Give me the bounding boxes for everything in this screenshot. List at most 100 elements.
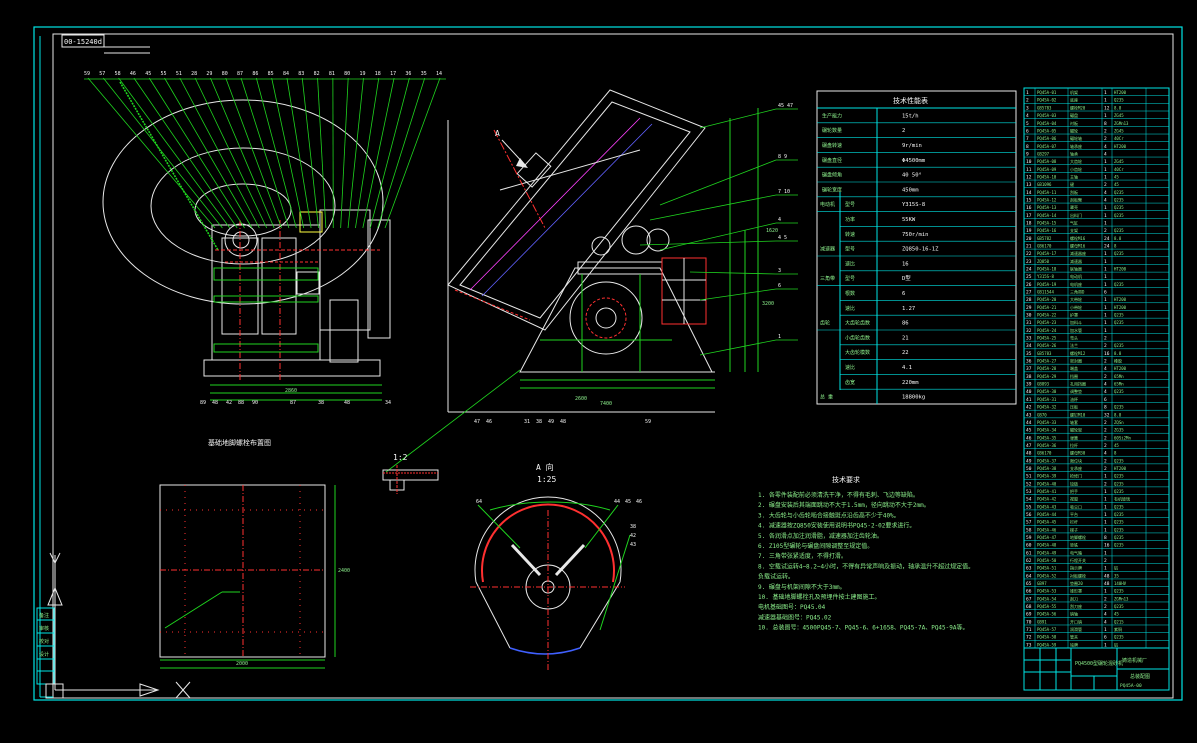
part-code: PQ45A-18 bbox=[1037, 267, 1057, 272]
part-qty: 2 bbox=[1104, 466, 1107, 472]
front-bottom-label: 31 bbox=[524, 419, 530, 425]
part-code: GB6170 bbox=[1037, 243, 1052, 248]
ucs-axis-icon bbox=[47, 552, 191, 699]
part-code: PQ45A-06 bbox=[1037, 136, 1057, 141]
part-number: 37 bbox=[1026, 366, 1032, 372]
part-material: 有机玻璃 bbox=[1114, 496, 1130, 502]
part-name: 视窗 bbox=[1070, 496, 1078, 502]
note-line: 10. 基础地脚螺栓孔及预埋件按土建图施工。 bbox=[758, 593, 880, 601]
part-name: 轴套 bbox=[1070, 419, 1078, 425]
part-code: PQ45A-51 bbox=[1037, 566, 1057, 571]
part-number: 68 bbox=[1026, 604, 1032, 610]
spec-value: 750r/min bbox=[902, 232, 929, 238]
front-view-total-dim: 7400 bbox=[600, 401, 612, 407]
spec-label: 齿宽 bbox=[845, 379, 855, 386]
part-qty: 1 bbox=[1104, 320, 1107, 326]
part-code: PQ45A-14 bbox=[1037, 213, 1057, 218]
section-balloon-label: 43 bbox=[630, 542, 636, 548]
part-qty: 1 bbox=[1104, 497, 1107, 503]
part-code: PQ45A-29 bbox=[1037, 374, 1057, 379]
part-name: 刮板臂 bbox=[1070, 196, 1082, 202]
part-name: 销轴 bbox=[1070, 611, 1078, 617]
spec-group: 减速器 bbox=[820, 246, 835, 253]
part-material: 8.8 bbox=[1114, 236, 1122, 241]
section-balloon-label: 64 bbox=[476, 499, 482, 505]
note-line: 5. 各润滑点加注润滑脂，减速器加注齿轮油。 bbox=[758, 532, 883, 540]
leader-line bbox=[689, 271, 777, 275]
part-material: Q235 bbox=[1114, 481, 1124, 486]
part-qty: 4 bbox=[1104, 190, 1107, 196]
spec-label: 大齿轮齿数 bbox=[845, 320, 870, 327]
part-name: 螺栓M20 bbox=[1070, 104, 1086, 110]
part-number: 2 bbox=[1026, 98, 1029, 104]
leader-line bbox=[369, 77, 410, 229]
spec-value: 22 bbox=[902, 350, 909, 356]
part-qty: 1 bbox=[1104, 642, 1107, 648]
part-qty: 1 bbox=[1104, 589, 1107, 595]
part-material: Q235 bbox=[1114, 320, 1124, 325]
part-code: GB97 bbox=[1037, 581, 1047, 586]
part-qty: 1 bbox=[1104, 313, 1107, 319]
part-qty: 1 bbox=[1104, 267, 1107, 273]
part-name: 管夹 bbox=[1070, 634, 1078, 640]
part-code: PQ45A-05 bbox=[1037, 128, 1057, 133]
part-name: 三角带D bbox=[1070, 289, 1085, 295]
part-code: PQ45A-17 bbox=[1037, 251, 1057, 256]
part-code: PQ45A-12 bbox=[1037, 197, 1057, 202]
part-code: PQ45A-10 bbox=[1037, 174, 1057, 179]
part-code: PQ45A-04 bbox=[1037, 121, 1057, 126]
part-qty: 2 bbox=[1104, 128, 1107, 134]
part-qty: 2 bbox=[1104, 443, 1107, 449]
front-view-height-dim: 3200 bbox=[762, 301, 774, 307]
part-name: 行程开关 bbox=[1070, 557, 1086, 563]
part-qty: 32 bbox=[1104, 412, 1110, 418]
spec-value: 2 bbox=[902, 128, 905, 134]
part-material: ZGMn13 bbox=[1114, 121, 1129, 126]
leader-line bbox=[659, 159, 777, 206]
part-material: ZQSn bbox=[1114, 420, 1124, 425]
balloon-label: 36 bbox=[405, 71, 411, 77]
front-bottom-label: 49 bbox=[548, 419, 554, 425]
foundation-layout bbox=[159, 484, 336, 669]
part-name: 机架 bbox=[1070, 89, 1078, 95]
foundation-width-dim: 2000 bbox=[236, 661, 248, 667]
part-material: Q235 bbox=[1114, 197, 1124, 202]
part-name: 挡圈 bbox=[1070, 373, 1078, 379]
part-material: HT200 bbox=[1114, 144, 1127, 149]
ref-tag-text: 00-15240d bbox=[64, 38, 102, 46]
spec-value: 220mm bbox=[902, 380, 919, 386]
leader-line bbox=[148, 77, 245, 229]
part-code: PQ45A-13 bbox=[1037, 205, 1057, 210]
part-qty: 2 bbox=[1104, 558, 1107, 564]
part-name: 键 bbox=[1070, 181, 1074, 187]
part-qty: 1 bbox=[1104, 297, 1107, 303]
bottom-balloon-label: 48 bbox=[344, 400, 350, 406]
note-line: 6. Z105型碾轮与碾盘间隙调整至规定值。 bbox=[758, 542, 873, 550]
title-sheet: 总装配图 bbox=[1130, 673, 1150, 680]
balloon-label: 51 bbox=[176, 71, 182, 77]
spec-label: 生产能力 bbox=[822, 112, 842, 119]
part-number: 55 bbox=[1026, 504, 1032, 510]
part-material: 45 bbox=[1114, 182, 1119, 187]
front-view-dim-a: 1620 bbox=[766, 228, 778, 234]
part-material: 40Cr bbox=[1114, 167, 1124, 172]
leader-line bbox=[384, 77, 441, 229]
part-material: HT200 bbox=[1114, 366, 1127, 371]
part-number: 53 bbox=[1026, 489, 1032, 495]
spec-label: 功率 bbox=[845, 216, 855, 223]
balloon-label: 17 bbox=[390, 71, 396, 77]
leader-line bbox=[649, 194, 777, 221]
bottom-balloon-label: 34 bbox=[385, 400, 391, 406]
title-product: PQ4500型碾轮混砂机 bbox=[1075, 660, 1123, 667]
balloon-label: 87 bbox=[237, 71, 243, 77]
part-number: 1 bbox=[1026, 90, 1029, 96]
part-name: 调整垫 bbox=[1070, 388, 1082, 394]
part-qty: 24 bbox=[1104, 236, 1110, 242]
part-code: GB11544 bbox=[1037, 290, 1054, 295]
part-code: PQ45A-02 bbox=[1037, 98, 1057, 103]
part-qty: 4 bbox=[1104, 151, 1107, 157]
part-number: 38 bbox=[1026, 374, 1032, 380]
leader-line bbox=[240, 77, 290, 229]
spec-label: 碾轮宽度 bbox=[822, 186, 842, 193]
